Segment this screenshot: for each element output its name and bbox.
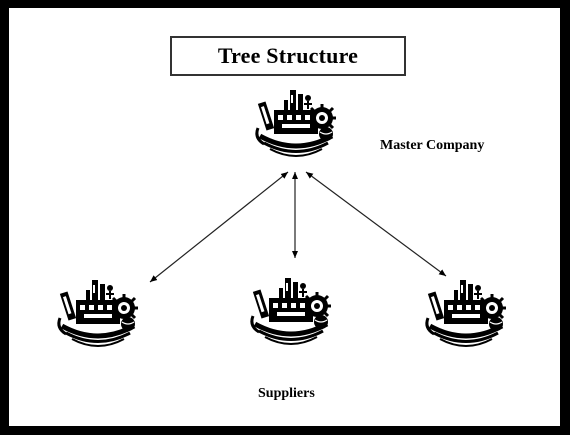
edge-master-to-left [149,171,289,283]
edge-master-to-right [305,171,447,277]
supplier-center-node [252,278,331,344]
edges [149,171,447,283]
factory-emblem-icon [427,280,506,346]
master-company-node [257,90,336,156]
master-company-label: Master Company [380,138,485,153]
title-box: Tree Structure [170,36,406,76]
factory-emblem-icon [252,278,331,344]
factory-emblem-icon [59,280,138,346]
suppliers-label: Suppliers [258,386,315,401]
supplier-left-node [59,280,138,346]
diagram-title: Tree Structure [217,43,359,68]
supplier-right-node [427,280,506,346]
factory-emblem-icon [257,90,336,156]
